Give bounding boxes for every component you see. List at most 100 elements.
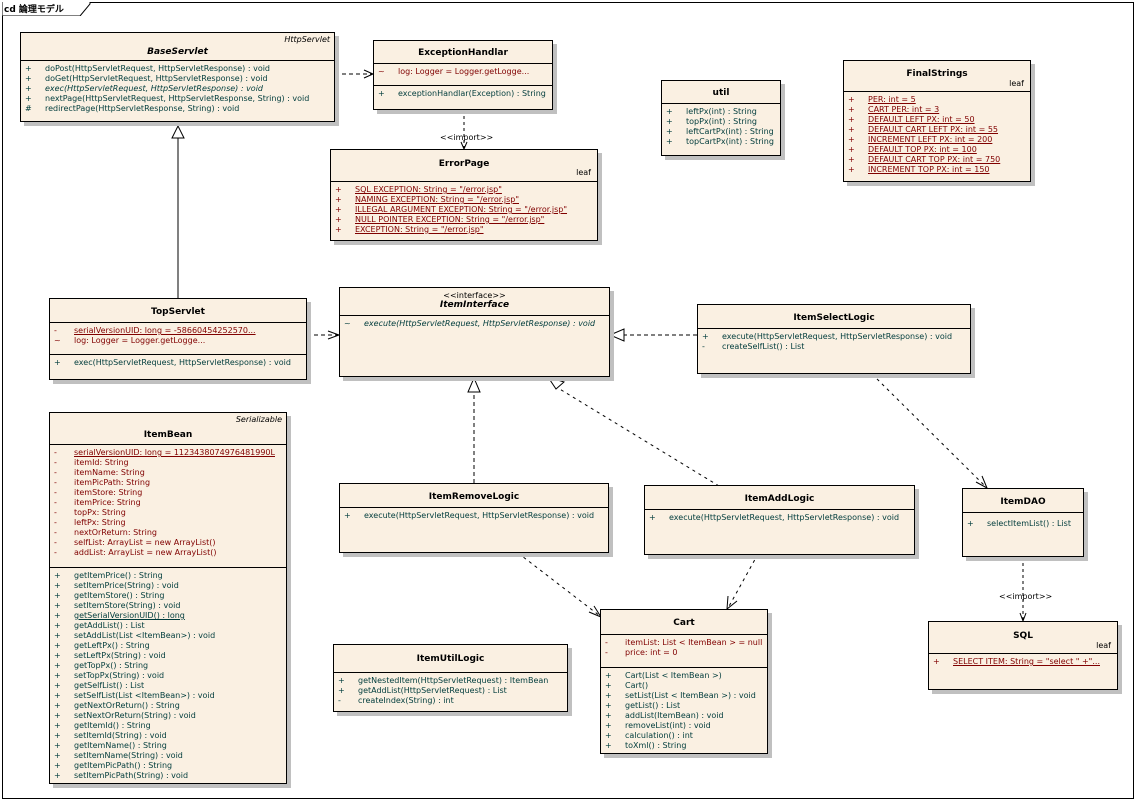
attribute-text: topPx: String (74, 508, 126, 517)
leaf-label: leaf (1096, 641, 1111, 650)
operations-section: ~execute(HttpServletRequest, HttpServlet… (340, 316, 609, 332)
operation-row: +getItemPrice() : String (54, 571, 282, 581)
operation-row: +setItemName(String) : void (54, 751, 282, 761)
class-errorpage[interactable]: ErrorPage leaf +SQL EXCEPTION: String = … (330, 149, 598, 241)
operation-row: +getSelfList() : List (54, 681, 282, 691)
operation-text: setItemStore(String) : void (74, 601, 181, 610)
operation-row: +topCartPx(int) : String (666, 137, 776, 147)
visibility-marker: + (54, 701, 61, 710)
attribute-row: -itemId: String (54, 458, 282, 468)
visibility-marker: + (54, 651, 61, 660)
class-name: ExceptionHandlar (418, 48, 508, 58)
visibility-marker: + (54, 761, 61, 770)
attribute-text: nextOrReturn: String (74, 528, 157, 537)
class-itemselectlogic[interactable]: ItemSelectLogic +execute(HttpServletRequ… (697, 304, 971, 374)
class-itembean[interactable]: Serializable ItemBean -serialVersionUID:… (49, 412, 287, 784)
class-iteminterface[interactable]: <<interface>> ItemInterface ~execute(Htt… (339, 287, 610, 377)
operation-row: +setTopPx(String) : void (54, 671, 282, 681)
visibility-marker: + (848, 95, 855, 104)
attribute-text: ILLEGAL ARGUMENT EXCEPTION: String = "/e… (355, 205, 568, 214)
attributes-section: ~log: Logger = Logger.getLogge... (374, 64, 552, 86)
visibility-marker: + (54, 611, 61, 620)
visibility-marker: + (54, 631, 61, 640)
operation-text: getList() : List (625, 701, 681, 710)
operation-text: setItemId(String) : void (74, 731, 167, 740)
class-itemdao[interactable]: ItemDAO +selectItemList() : List (962, 488, 1084, 557)
attribute-text: PER: int = 5 (868, 95, 916, 104)
visibility-marker: - (605, 648, 608, 657)
visibility-marker: + (848, 105, 855, 114)
operation-text: getItemName() : String (74, 741, 167, 750)
attribute-text: addList: ArrayList = new ArrayList() (74, 548, 217, 557)
operation-text: createSelfList() : List (722, 342, 805, 351)
operation-row: +setList(List < ItemBean >) : void (605, 691, 763, 701)
operation-row: +toXml() : String (605, 741, 763, 751)
visibility-marker: + (54, 711, 61, 720)
class-exceptionhandlar[interactable]: ExceptionHandlar ~log: Logger = Logger.g… (373, 40, 553, 110)
visibility-marker: + (666, 137, 673, 146)
attribute-text: itemStore: String (74, 488, 143, 497)
class-name: BaseServlet (147, 47, 208, 57)
visibility-marker: - (54, 518, 57, 527)
operation-row: + getItemPicPath() : String (54, 761, 282, 771)
visibility-marker: - (54, 498, 57, 507)
attribute-text: itemName: String (74, 468, 145, 477)
visibility-marker: ~ (344, 319, 351, 328)
attribute-row: -nextOrReturn: String (54, 528, 282, 538)
attribute-row: +CART PER: int = 3 (848, 105, 1026, 115)
class-baseservlet[interactable]: HttpServlet BaseServlet +doPost(HttpServ… (20, 32, 335, 122)
visibility-marker: - (54, 326, 57, 335)
operation-text: getItemPicPath() : String (74, 761, 173, 770)
attribute-row: ~log: Logger = Logger.getLogge... (54, 336, 302, 346)
operation-row: -createIndex(String) : int (338, 696, 563, 706)
visibility-marker: + (848, 155, 855, 164)
visibility-marker: + (605, 741, 612, 750)
visibility-marker: + (54, 641, 61, 650)
visibility-marker: + (54, 601, 61, 610)
class-itemremovelogic[interactable]: ItemRemoveLogic +execute(HttpServletRequ… (339, 483, 609, 553)
attribute-text: INCREMENT LEFT PX: int = 200 (868, 135, 993, 144)
operations-section: +exceptionHandlar(Exception) : String (374, 86, 552, 102)
operation-row: +Cart() (605, 681, 763, 691)
operation-row: +getTopPx() : String (54, 661, 282, 671)
operation-text: getTopPx() : String (74, 661, 149, 670)
import-label-errorpage: <<import>> (440, 133, 494, 142)
visibility-marker: - (54, 458, 57, 467)
visibility-marker: - (605, 638, 608, 647)
visibility-marker: + (702, 332, 709, 341)
visibility-marker: + (848, 145, 855, 154)
class-sql[interactable]: SQL leaf +SELECT ITEM: String = "select … (928, 621, 1118, 690)
operation-row: +execute(HttpServletRequest, HttpServlet… (649, 513, 910, 523)
attributes-section: -serialVersionUID: long = -5866045425257… (50, 323, 306, 355)
operation-text: setAddList(List <ItemBean>) : void (74, 631, 216, 640)
operation-row: +exec(HttpServletRequest, HttpServletRes… (54, 358, 302, 368)
attribute-row: -itemPrice: String (54, 498, 282, 508)
class-topservlet[interactable]: TopServlet -serialVersionUID: long = -58… (49, 298, 307, 380)
class-util[interactable]: util +leftPx(int) : String+topPx(int) : … (661, 80, 781, 156)
operation-text: Cart(List < ItemBean >) (625, 671, 722, 680)
visibility-marker: + (848, 135, 855, 144)
visibility-marker: + (605, 721, 612, 730)
operation-text: getItemPrice() : String (74, 571, 163, 580)
attribute-row: -itemName: String (54, 468, 282, 478)
visibility-marker: + (605, 681, 612, 690)
operations-section: +getNestedItem(HttpServletRequest) : Ite… (334, 673, 567, 709)
superclass-label: HttpServlet (284, 35, 330, 44)
attribute-row: ~log: Logger = Logger.getLogge... (378, 67, 548, 77)
class-itemutillogic[interactable]: ItemUtilLogic +getNestedItem(HttpServlet… (333, 644, 568, 712)
visibility-marker: + (54, 771, 61, 780)
operation-text: setItemName(String) : void (74, 751, 183, 760)
operation-row: +getSerialVersionUID() : long (54, 611, 282, 621)
operation-text: doGet(HttpServletRequest, HttpServletRes… (45, 74, 268, 83)
class-finalstrings[interactable]: FinalStrings leaf +PER: int = 5+CART PER… (843, 60, 1031, 182)
operation-row: +getItemId() : String (54, 721, 282, 731)
attribute-text: DEFAULT LEFT PX: int = 50 (868, 115, 975, 124)
operation-row: +setItemPrice(String) : void (54, 581, 282, 591)
visibility-marker: + (605, 711, 612, 720)
stereotype-label: <<interface>> (443, 291, 506, 300)
visibility-marker: + (649, 513, 656, 522)
class-itemaddlogic[interactable]: ItemAddLogic +execute(HttpServletRequest… (644, 485, 915, 555)
class-cart[interactable]: Cart -itemList: List < ItemBean > = null… (600, 609, 768, 754)
attribute-row: +DEFAULT CART TOP PX: int = 750 (848, 155, 1026, 165)
visibility-marker: + (54, 741, 61, 750)
